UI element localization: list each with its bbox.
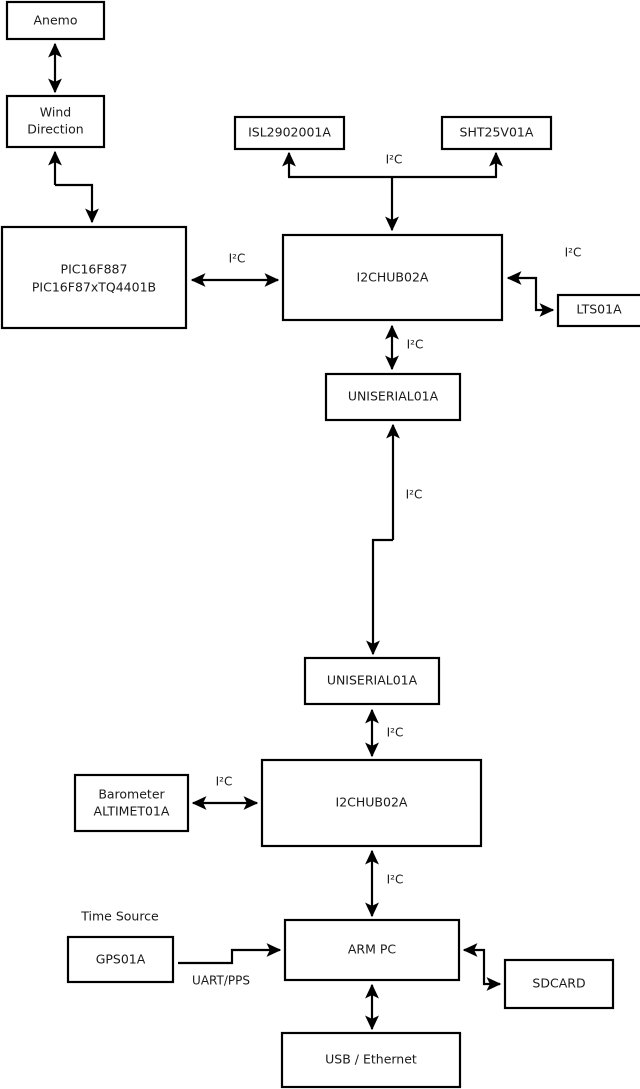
edge-pic-wind-elbow xyxy=(55,183,99,224)
node-pic-box[interactable] xyxy=(0,225,188,330)
edge-lts-to-hub xyxy=(506,271,538,285)
node-uniserial-bottom[interactable]: UNISERIAL01A xyxy=(303,656,441,706)
node-pic-label-line1: PIC16F887 xyxy=(61,262,128,277)
edge-label-i2c-pic-hub: I²C xyxy=(229,252,246,266)
edge-label-i2c-sensors: I²C xyxy=(386,153,403,167)
node-i2chub-top-box[interactable] xyxy=(281,233,504,322)
node-i2chub-bottom[interactable]: I2CHUB02A xyxy=(260,758,483,848)
edge-label-i2c-hub-armpc: I²C xyxy=(387,873,404,887)
edge-label-i2c-hub-uniserial: I²C xyxy=(407,338,424,352)
node-isl[interactable]: ISL2902001A xyxy=(233,115,346,151)
node-gps[interactable]: GPS01A xyxy=(66,935,175,984)
node-gps-label: GPS01A xyxy=(96,952,146,967)
node-barometer-box[interactable] xyxy=(73,773,190,833)
node-usb-ethernet-box[interactable] xyxy=(280,1031,462,1089)
node-isl-box[interactable] xyxy=(233,115,346,151)
node-sdcard-label: SDCARD xyxy=(532,976,585,991)
edge-label-i2c-uniserial-link: I²C xyxy=(406,488,423,502)
node-i2chub-bottom-label: I2CHUB02A xyxy=(336,795,408,810)
edge-gps-armpc xyxy=(178,943,282,965)
node-barometer[interactable]: Barometer ALTIMET01A xyxy=(73,773,190,833)
node-usb-ethernet[interactable]: USB / Ethernet xyxy=(280,1031,462,1089)
node-armpc-box[interactable] xyxy=(283,918,461,982)
node-i2chub-top-label: I2CHUB02A xyxy=(357,270,429,285)
node-sht-box[interactable] xyxy=(440,115,553,151)
label-time-source: Time Source xyxy=(80,909,159,924)
edge-uniserial-link-down xyxy=(366,538,393,656)
node-wind-direction[interactable]: Wind Direction xyxy=(5,94,106,149)
node-uniserial-top-label: UNISERIAL01A xyxy=(348,389,439,404)
node-sdcard[interactable]: SDCARD xyxy=(503,958,615,1010)
node-anemo-label: Anemo xyxy=(34,13,78,28)
node-gps-box[interactable] xyxy=(66,935,175,984)
node-uniserial-top-box[interactable] xyxy=(324,372,462,422)
edge-label-i2c-barometer: I²C xyxy=(216,775,233,789)
edge-armpc-to-sdcard xyxy=(482,960,502,991)
node-i2chub-bottom-box[interactable] xyxy=(260,758,483,848)
node-usb-ethernet-label: USB / Ethernet xyxy=(325,1052,417,1067)
edge-sdcard-to-armpc xyxy=(462,943,486,960)
node-sdcard-box[interactable] xyxy=(503,958,615,1010)
node-barometer-label-line1: Barometer xyxy=(98,787,165,802)
node-barometer-label-line2: ALTIMET01A xyxy=(94,804,170,819)
node-wind-direction-box[interactable] xyxy=(5,94,106,149)
node-armpc[interactable]: ARM PC xyxy=(283,918,461,982)
node-sht[interactable]: SHT25V01A xyxy=(440,115,553,151)
node-isl-label: ISL2902001A xyxy=(248,125,331,140)
edge-hub-to-lts xyxy=(534,285,555,317)
node-uniserial-top[interactable]: UNISERIAL01A xyxy=(324,372,462,422)
node-wind-direction-label-line2: Direction xyxy=(27,122,83,137)
node-i2chub-top[interactable]: I2CHUB02A xyxy=(281,233,504,322)
node-armpc-label: ARM PC xyxy=(348,942,397,957)
node-pic[interactable]: PIC16F887 PIC16F87xTQ4401B xyxy=(0,225,188,330)
node-anemo[interactable]: Anemo xyxy=(5,0,106,41)
node-lts-box[interactable] xyxy=(556,293,640,328)
node-sht-label: SHT25V01A xyxy=(460,125,534,140)
edge-label-uart-pps: UART/PPS xyxy=(192,974,250,988)
edge-label-i2c-uniserial-hub: I²C xyxy=(387,726,404,740)
node-anemo-box[interactable] xyxy=(5,0,106,41)
node-wind-direction-label-line1: Wind xyxy=(40,105,71,120)
node-uniserial-bottom-label: UNISERIAL01A xyxy=(327,673,418,688)
edge-label-i2c-hub-lts: I²C xyxy=(565,246,582,260)
node-lts-label: LTS01A xyxy=(576,302,622,317)
node-lts[interactable]: LTS01A xyxy=(556,293,640,328)
node-uniserial-bottom-box[interactable] xyxy=(303,656,441,706)
node-pic-label-line2: PIC16F87xTQ4401B xyxy=(32,280,156,295)
